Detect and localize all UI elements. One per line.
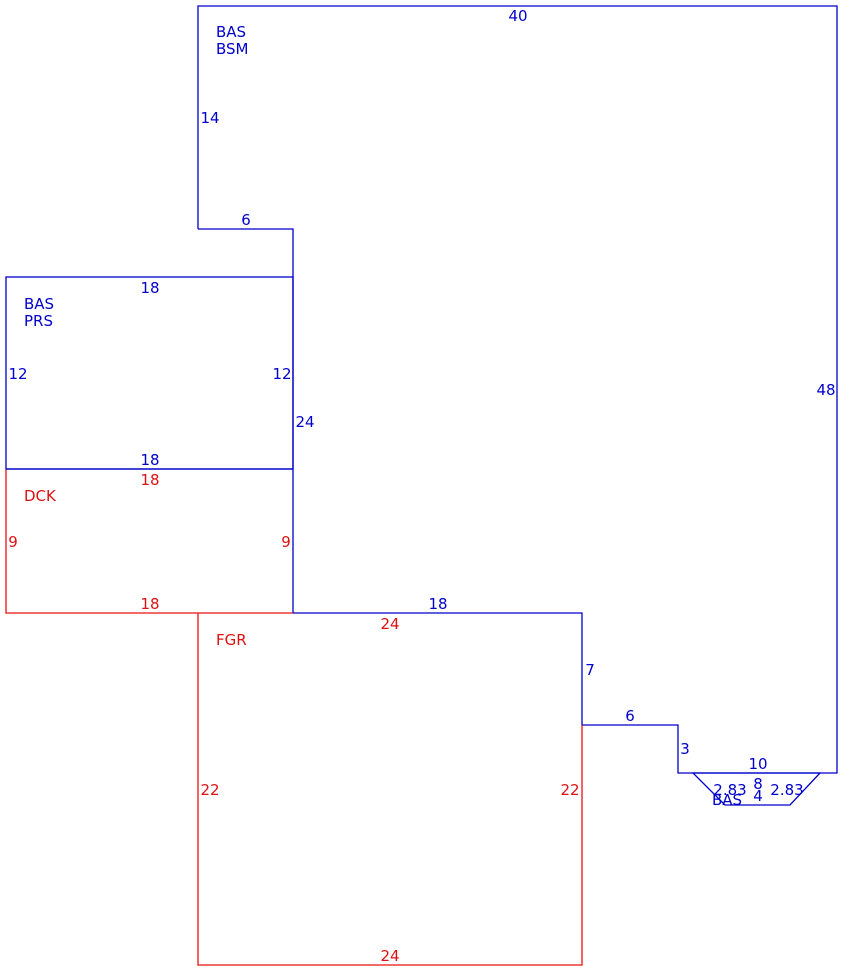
dim-main-left-upper: 14 bbox=[200, 109, 219, 127]
dim-step-right-vert2: 3 bbox=[680, 740, 690, 758]
dim-step-right-horiz: 6 bbox=[625, 707, 635, 725]
dim-garage-bottom: 24 bbox=[380, 947, 399, 965]
main-structure-outline bbox=[197, 5, 838, 774]
dim-deck-top: 18 bbox=[140, 471, 159, 489]
dim-porch-top: 18 bbox=[140, 279, 159, 297]
dim-garage-right: 22 bbox=[560, 781, 579, 799]
dim-main-right: 48 bbox=[816, 381, 835, 399]
dim-deck-left: 9 bbox=[8, 533, 18, 551]
dim-bay-right: 2.83 bbox=[770, 781, 803, 799]
dim-main-top: 40 bbox=[508, 7, 527, 25]
bay-window-outline bbox=[691, 772, 822, 806]
garage-outline bbox=[197, 613, 583, 966]
porch-area-label-line2: PRS bbox=[24, 312, 53, 330]
dim-porch-left: 12 bbox=[8, 365, 27, 383]
dim-step-right-bottom: 10 bbox=[748, 755, 767, 773]
dim-porch-right: 12 bbox=[272, 365, 291, 383]
dim-bay-left: 2.83 bbox=[713, 781, 746, 799]
dim-porch-bottom: 18 bbox=[140, 451, 159, 469]
dim-deck-bottom: 18 bbox=[140, 595, 159, 613]
dim-bay-depth: 8 bbox=[753, 775, 763, 793]
main-area-label-line1: BAS bbox=[216, 23, 246, 41]
dim-step-top: 6 bbox=[241, 211, 251, 229]
dim-garage-top: 24 bbox=[380, 615, 399, 633]
dim-garage-left: 22 bbox=[200, 781, 219, 799]
dim-step-right-vert: 7 bbox=[585, 661, 595, 679]
main-area-label-line2: BSM bbox=[216, 40, 249, 58]
deck-outline bbox=[5, 469, 293, 614]
dim-main-bottom-mid: 18 bbox=[428, 595, 447, 613]
dim-bay-front: 4 bbox=[753, 787, 763, 805]
dim-main-mid-left: 24 bbox=[295, 413, 314, 431]
porch-area-label-line1: BAS bbox=[24, 295, 54, 313]
garage-area-label: FGR bbox=[216, 631, 247, 649]
bay-area-label: BAS bbox=[712, 791, 742, 809]
dim-deck-right: 9 bbox=[281, 533, 291, 551]
deck-area-label: DCK bbox=[24, 487, 57, 505]
